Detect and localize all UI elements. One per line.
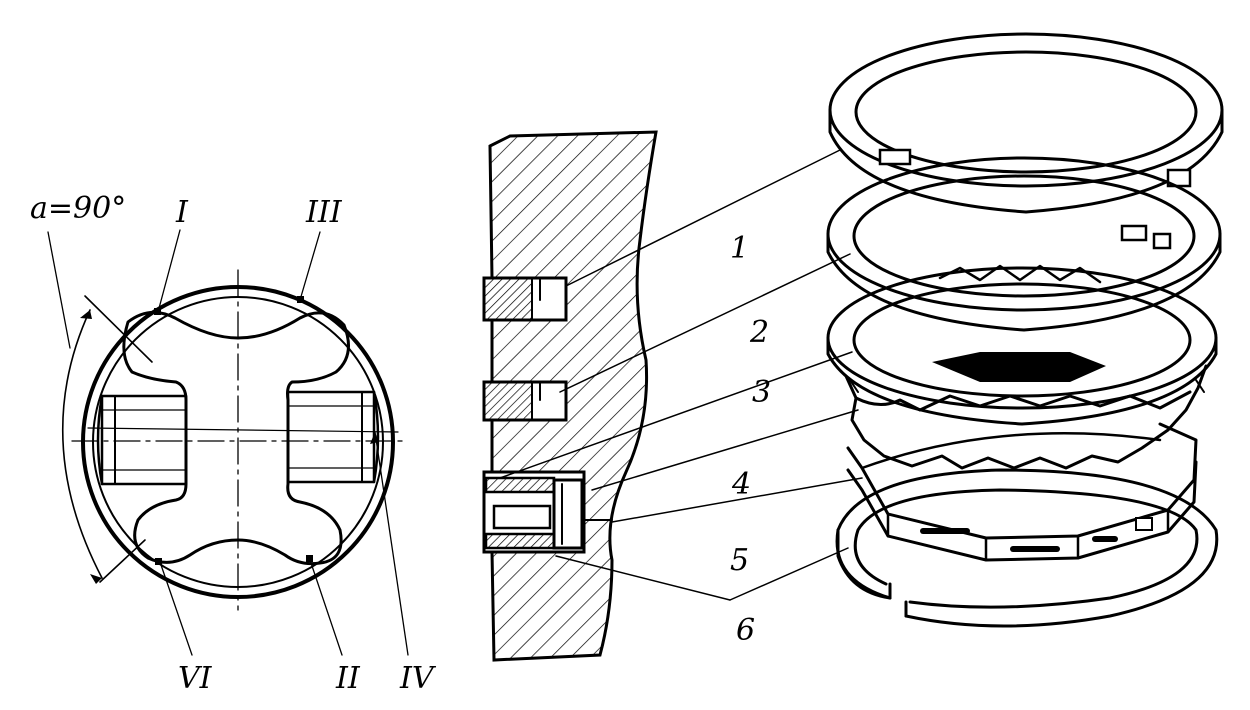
part-number-1: 1 xyxy=(730,231,749,266)
spacer-section xyxy=(492,504,552,530)
roman-label-III: III xyxy=(305,195,343,230)
part-number-5: 5 xyxy=(730,543,749,578)
lower-rail-section xyxy=(484,532,556,550)
piston-wall-section xyxy=(482,130,658,662)
part-number-2: 2 xyxy=(749,315,769,350)
gap-mark-VI xyxy=(155,558,162,565)
upper-rail-section xyxy=(484,476,556,494)
pin-axis-line xyxy=(87,427,399,433)
angle-label: a=90° xyxy=(30,191,126,226)
angle-ray-lower xyxy=(99,539,146,583)
ring-6 xyxy=(835,468,1219,628)
left-pin-boss xyxy=(100,394,188,486)
part-number-4: 4 xyxy=(731,467,751,502)
angle-ray-upper xyxy=(84,295,153,363)
part-number-3: 3 xyxy=(752,375,771,410)
roman-label-II: II xyxy=(335,661,361,696)
rings-exploded-view: 1 2 3 4 5 6 xyxy=(499,32,1224,648)
piston-cavity-outline xyxy=(122,310,350,566)
part-number-6: 6 xyxy=(736,613,755,648)
ring-4 xyxy=(844,364,1208,470)
angle-arc-arrow xyxy=(61,309,103,579)
ring-1 xyxy=(828,32,1224,214)
roman-label-VI: VI xyxy=(178,661,213,696)
ring-3 xyxy=(826,266,1218,426)
piston-top-view: a=90° I III VI II IV xyxy=(30,191,437,696)
gap-mark-II xyxy=(306,555,313,562)
expander-section xyxy=(552,478,584,550)
roman-label-IV: IV xyxy=(399,661,437,696)
roman-label-I: I xyxy=(175,195,189,230)
ring-5 xyxy=(846,422,1198,562)
